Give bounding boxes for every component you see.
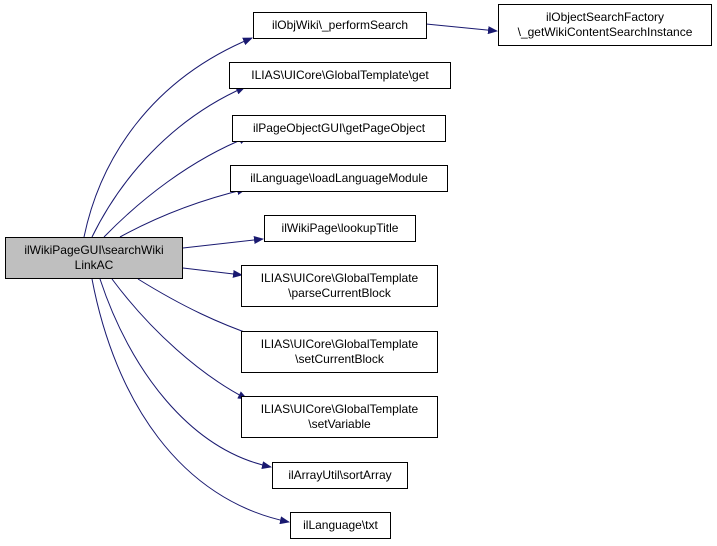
edge-root-to-txt [91, 278, 290, 525]
edge-root-to-parse-current-block [182, 267, 243, 278]
node-root-line1: ilWikiPageGUI\searchWiki [24, 243, 164, 257]
node-template-get[interactable]: ILIAS\UICore\GlobalTemplate\get [229, 62, 451, 89]
edge-root-to-lookup-title [182, 236, 264, 249]
node-parse-current-block-line1: ILIAS\UICore\GlobalTemplate [260, 271, 419, 285]
node-root-line2: LinkAC [74, 258, 114, 272]
node-root-search-wiki-link-ac: ilWikiPageGUI\searchWiki LinkAC [5, 237, 183, 279]
node-set-current-block-line2: \setCurrentBlock [295, 352, 384, 366]
edge-root-to-get-page-object [103, 136, 249, 238]
edge-root-to-perform-search [83, 37, 253, 238]
node-txt-label: ilLanguage\txt [303, 518, 378, 532]
node-lookup-title-label: ilWikiPage\lookupTitle [281, 221, 399, 235]
node-set-variable[interactable]: ILIAS\UICore\GlobalTemplate \setVariable [241, 396, 438, 438]
node-sort-array-label: ilArrayUtil\sortArray [288, 468, 392, 482]
node-search-factory-line1: ilObjectSearchFactory [545, 10, 665, 24]
node-parse-current-block[interactable]: ILIAS\UICore\GlobalTemplate \parseCurren… [241, 265, 438, 307]
node-set-current-block[interactable]: ILIAS\UICore\GlobalTemplate \setCurrentB… [241, 331, 438, 373]
node-set-current-block-line1: ILIAS\UICore\GlobalTemplate [260, 337, 419, 351]
node-get-page-object[interactable]: ilPageObjectGUI\getPageObject [232, 115, 446, 142]
edge-root-to-sort-array [99, 278, 272, 470]
node-perform-search[interactable]: ilObjWiki\_performSearch [253, 12, 427, 39]
node-load-language-module-label: ilLanguage\loadLanguageModule [250, 171, 428, 185]
node-template-get-label: ILIAS\UICore\GlobalTemplate\get [251, 68, 429, 82]
node-set-variable-line2: \setVariable [308, 417, 371, 431]
node-perform-search-label: ilObjWiki\_performSearch [271, 18, 409, 32]
node-lookup-title[interactable]: ilWikiPage\lookupTitle [264, 215, 416, 242]
node-sort-array[interactable]: ilArrayUtil\sortArray [272, 462, 408, 489]
node-search-factory-line2: \_getWikiContentSearchInstance [517, 25, 693, 39]
node-load-language-module[interactable]: ilLanguage\loadLanguageModule [230, 165, 448, 192]
edge-root-to-load-language-module [119, 187, 247, 238]
node-set-variable-line1: ILIAS\UICore\GlobalTemplate [260, 402, 419, 416]
edge-perform-search-to-search-factory [425, 23, 498, 35]
edge-root-to-set-variable [111, 278, 248, 400]
node-search-factory[interactable]: ilObjectSearchFactory \_getWikiContentSe… [498, 4, 712, 46]
node-get-page-object-label: ilPageObjectGUI\getPageObject [252, 121, 426, 135]
edge-root-to-template-get [91, 86, 246, 238]
node-parse-current-block-line2: \parseCurrentBlock [288, 286, 391, 300]
node-txt[interactable]: ilLanguage\txt [290, 512, 391, 539]
